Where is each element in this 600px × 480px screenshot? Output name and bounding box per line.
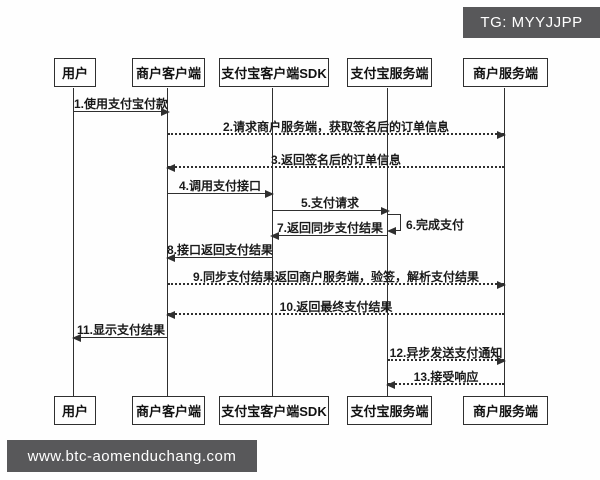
watermark-url-badge: www.btc-aomenduchang.com [7,440,257,472]
message-9-sync-result-to-server: 9.同步支付结果返回商户服务端，验签，解析支付结果 [168,270,506,289]
message-8-api-return-result: 8.接口返回支付结果 [166,243,273,262]
actor-merchant-server-bottom: 商户服务端 [463,396,548,425]
arrowhead-left-icon [166,311,175,319]
message-12-label: 12.异步发送支付通知 [389,346,503,360]
message-4-label: 4.调用支付接口 [178,179,262,193]
arrowhead-left-icon [72,334,81,342]
arrowhead-right-icon [497,131,506,139]
message-7-label: 7.返回同步支付结果 [276,221,384,235]
message-2-request-signed-order: 2.请求商户服务端，获取签名后的订单信息 [168,120,506,139]
message-6-selfloop-top [388,214,401,215]
message-1-use-alipay-pay: 1.使用支付宝付款 [74,97,170,116]
message-8-label: 8.接口返回支付结果 [166,243,274,257]
arrowhead-right-icon [265,190,274,198]
actor-merchant-client-bottom: 商户客户端 [132,396,205,425]
message-11-label: 11.显示支付结果 [76,323,166,337]
actor-alipay-sdk-bottom: 支付宝客户端SDK [219,396,329,425]
message-13-label: 13.接受响应 [413,370,479,384]
message-6-label: 6.完成支付 [406,218,465,232]
message-11-show-pay-result: 11.显示支付结果 [72,323,168,342]
message-9-label: 9.同步支付结果返回商户服务端，验签，解析支付结果 [192,270,480,284]
tg-contact-badge: TG: MYYJJPP [463,7,600,38]
arrowhead-left-icon [166,254,175,262]
message-2-label: 2.请求商户服务端，获取签名后的订单信息 [222,120,450,134]
message-5-pay-request: 5.支付请求 [272,196,390,215]
arrowhead-left-icon [166,164,175,172]
actor-merchant-client-top: 商户客户端 [132,58,205,87]
message-3-label: 3.返回签名后的订单信息 [270,153,402,167]
lifeline-alipay-sdk [272,88,273,396]
message-4-call-pay-api: 4.调用支付接口 [168,179,274,198]
actor-user-top: 用户 [54,58,96,87]
message-7-return-sync-result: 7.返回同步支付结果 [270,221,388,240]
message-10-label: 10.返回最终支付结果 [279,300,393,314]
lifeline-user [73,88,74,396]
arrowhead-left-icon [270,232,279,240]
arrowhead-right-icon [161,108,170,116]
lifeline-merchant-client [167,88,168,396]
message-13-accept-response: 13.接受响应 [386,370,504,389]
arrowhead-left-icon [386,381,395,389]
arrowhead-left-icon [387,227,396,235]
actor-alipay-server-top: 支付宝服务端 [347,58,432,87]
arrowhead-right-icon [497,357,506,365]
message-10-return-final-result: 10.返回最终支付结果 [166,300,504,319]
message-6-selfloop-side [400,214,401,231]
message-12-async-notify: 12.异步发送支付通知 [388,346,506,365]
message-5-label: 5.支付请求 [300,196,360,210]
actor-alipay-server-bottom: 支付宝服务端 [347,396,432,425]
message-6-selfloop-bottom [387,227,401,235]
lifeline-alipay-server [387,88,388,396]
arrowhead-right-icon [497,281,506,289]
arrowhead-right-icon [381,207,390,215]
actor-alipay-sdk-top: 支付宝客户端SDK [219,58,329,87]
lifeline-merchant-server [504,88,505,396]
actor-user-bottom: 用户 [54,396,96,425]
message-1-label: 1.使用支付宝付款 [73,97,169,111]
message-3-return-signed-order: 3.返回签名后的订单信息 [166,153,504,172]
actor-merchant-server-top: 商户服务端 [463,58,548,87]
